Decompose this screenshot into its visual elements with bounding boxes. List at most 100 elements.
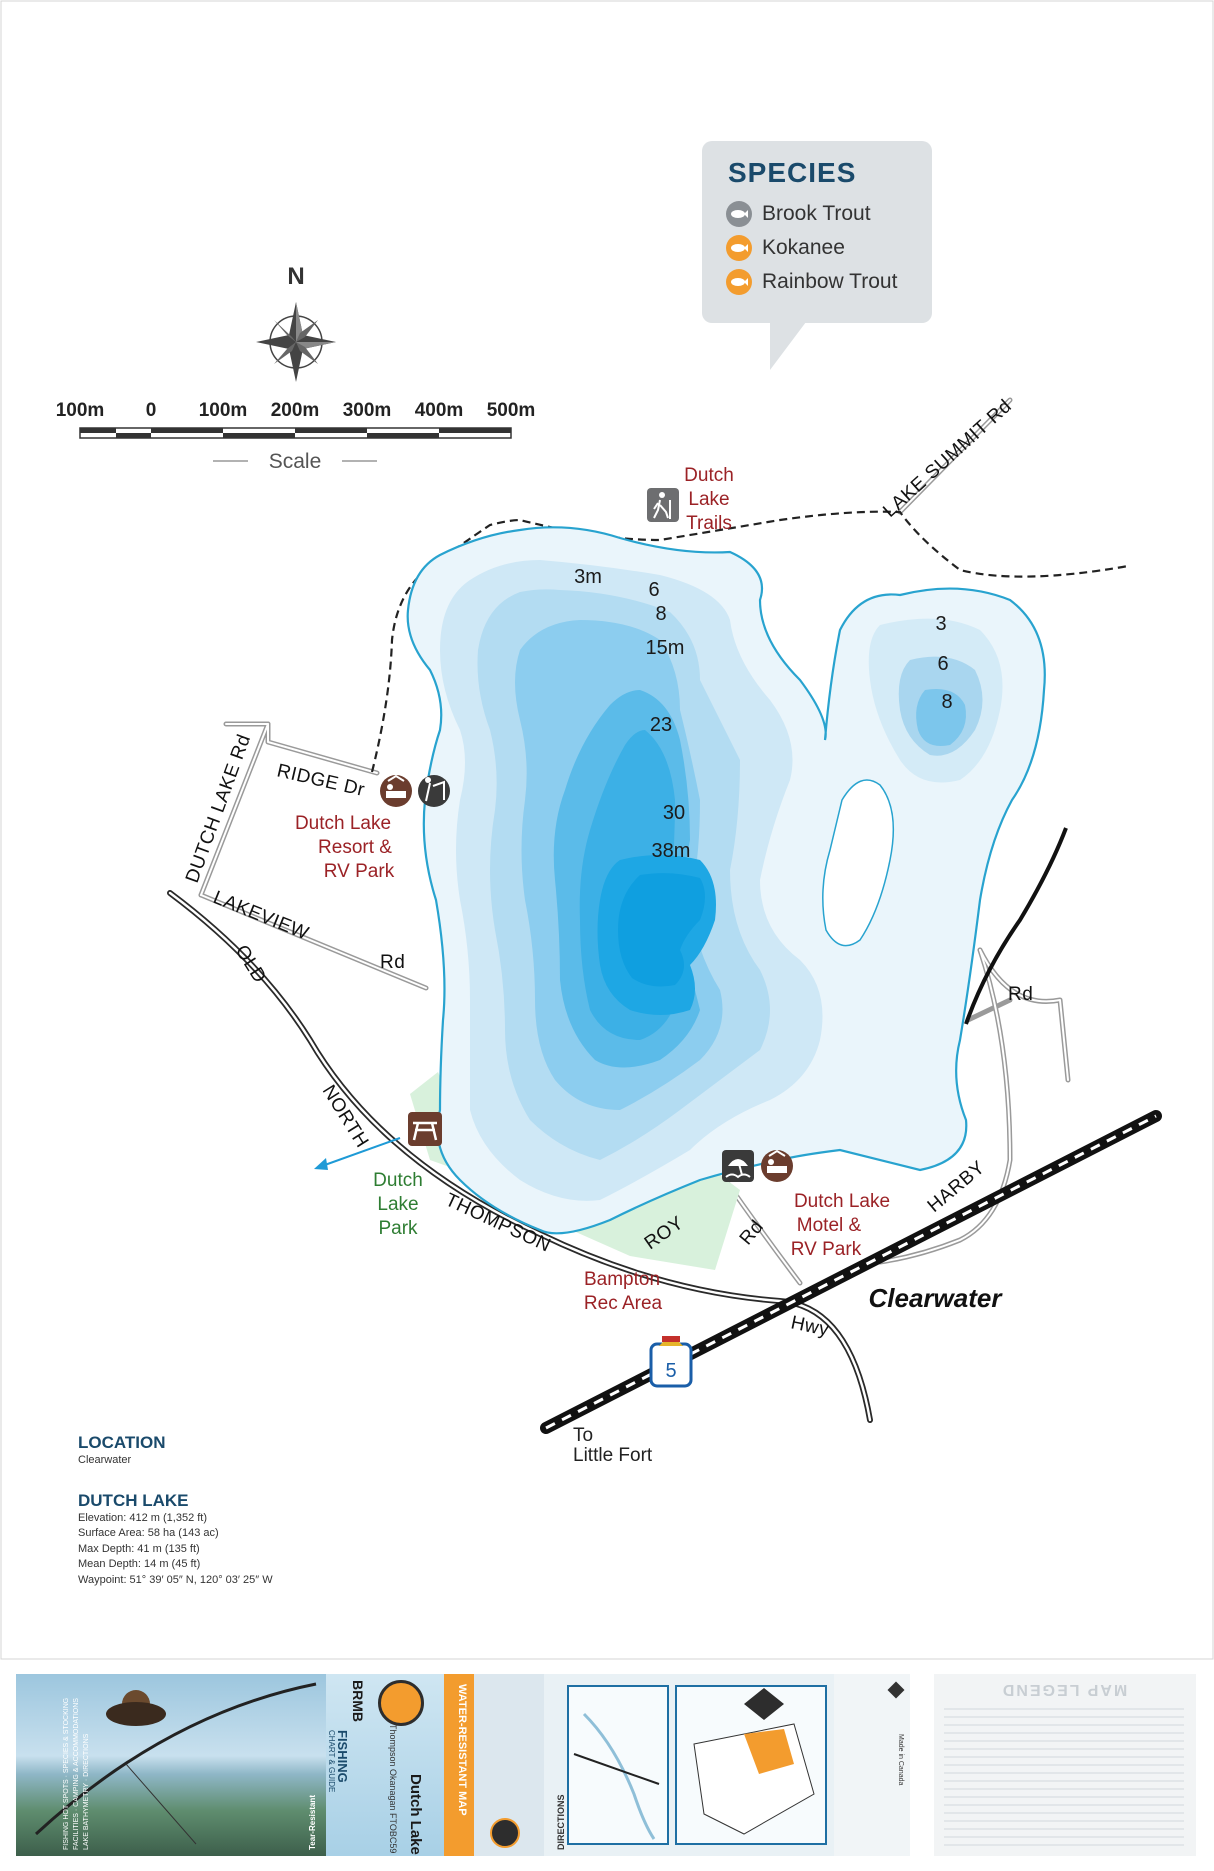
copyright-panel: Made in Canada — [834, 1674, 910, 1856]
lake-stat: Max Depth: 41 m (135 ft) — [78, 1542, 200, 1555]
fish-icon — [726, 201, 752, 227]
cover-photo-panel: FISHING HOT SPOTS · SPECIES & STOCKING F… — [16, 1674, 326, 1856]
species-item-brook-trout: Brook Trout — [726, 199, 871, 229]
publisher-panel — [474, 1674, 544, 1856]
depth-23: 23 — [650, 714, 672, 736]
species-item-rainbow-trout: Rainbow Trout — [726, 267, 897, 297]
lake-map: N 100m 0 100m 200m 300m 400m 500m Scale — [0, 0, 1214, 1660]
park-label-1: Dutch — [373, 1170, 423, 1191]
lakeview-rd-label: Rd — [380, 952, 405, 973]
photo-line: LAKE BATHYMETRY · DIRECTIONS — [83, 1733, 90, 1850]
lodging-icon[interactable] — [380, 774, 412, 807]
photo-line: FACILITIES · CAMPING & ACCOMMODATIONS — [73, 1698, 80, 1850]
fishing-rod-photo — [34, 1682, 317, 1845]
roy-rd-label: Rd — [736, 1216, 768, 1249]
lake-stat: Waypoint: 51° 39′ 05″ N, 120° 03′ 25″ W — [78, 1573, 273, 1586]
east-depth-3: 3 — [935, 613, 946, 635]
lake-stat: Surface Area: 58 ha (143 ac) — [78, 1527, 219, 1539]
chart-guide-label: CHART & GUIDE — [327, 1730, 336, 1793]
brand-badge-icon — [378, 1680, 424, 1726]
to-label: To — [573, 1425, 593, 1446]
scale-label-6: 500m — [487, 400, 536, 421]
hwy-5-label: 5 — [665, 1360, 676, 1382]
direction-arrow-icon — [314, 1137, 401, 1170]
town-label: Clearwater — [869, 1283, 1004, 1313]
motel-label-2: Motel & — [797, 1215, 862, 1236]
harby-rd-label: Rd — [1008, 984, 1033, 1005]
lake-heading: DUTCH LAKE — [78, 1490, 189, 1510]
compass-rose: N — [256, 263, 336, 382]
depth-6: 6 — [648, 579, 659, 601]
species-name: Kokanee — [762, 236, 845, 259]
location-value: Clearwater — [78, 1454, 132, 1466]
species-legend: SPECIES Brook Trout Kokanee Rainbow Trou… — [702, 141, 932, 323]
scale-bar: 100m 0 100m 200m 300m 400m 500m Scale — [56, 400, 536, 473]
scale-label-0: 100m — [56, 400, 105, 421]
species-item-kokanee: Kokanee — [726, 233, 845, 263]
species-callout-tail — [770, 322, 806, 370]
depth-labels: 3m 6 8 15m 23 30 38m 3 6 8 — [574, 566, 952, 862]
bampton-label-2: Rec Area — [584, 1293, 663, 1314]
bampton-label-1: Bampton — [584, 1269, 660, 1290]
scale-label-5: 400m — [415, 400, 464, 421]
motel-icon[interactable] — [761, 1149, 793, 1182]
east-depth-6: 6 — [937, 653, 948, 675]
species-name: Brook Trout — [762, 202, 871, 225]
fish-icon — [726, 269, 752, 295]
trails-label-3: Trails — [686, 513, 732, 534]
lake-info: LOCATION Clearwater DUTCH LAKE Elevation… — [78, 1433, 438, 1588]
scale-label-4: 300m — [343, 400, 392, 421]
depth-3m: 3m — [574, 566, 602, 588]
made-in-label: Made in Canada — [897, 1734, 904, 1786]
bampton-rec-area — [560, 1175, 740, 1270]
picnic-icon[interactable] — [408, 1112, 442, 1146]
lake-summit-rd-label: LAKE SUMMIT Rd — [879, 396, 1016, 522]
trails-label-2: Lake — [688, 489, 729, 510]
compass-badge-icon — [490, 1818, 520, 1848]
map-legend-title: MAP LEGEND — [1000, 1681, 1128, 1698]
fishing-label: FISHING — [335, 1730, 350, 1783]
water-resistant-band: WATER-RESISTANT MAP — [444, 1674, 474, 1856]
species-name: Rainbow Trout — [762, 270, 898, 293]
depth-30: 30 — [663, 802, 685, 824]
little-fort-label: Little Fort — [573, 1445, 653, 1466]
cover-strip: FISHING HOT SPOTS · SPECIES & STOCKING F… — [16, 1674, 1196, 1856]
tear-resistant-label: Tear-Resistant — [308, 1795, 317, 1850]
fishing-icon[interactable] — [418, 775, 450, 807]
depth-38m: 38m — [652, 840, 691, 862]
brand-label: BRMB — [350, 1680, 366, 1722]
map-legend-panel: MAP LEGEND — [934, 1674, 1196, 1856]
dutch-lake-rd-label: DUTCH LAKE Rd — [182, 732, 255, 886]
trails-label-1: Dutch — [684, 465, 734, 486]
directions-label: DIRECTIONS — [556, 1794, 566, 1850]
directions-panel: DIRECTIONS — [544, 1674, 834, 1856]
park-label-3: Park — [378, 1218, 418, 1239]
resort-label-1: Dutch Lake — [295, 813, 391, 834]
scale-label-2: 100m — [199, 400, 248, 421]
fish-icon — [726, 235, 752, 261]
species-title: SPECIES — [728, 157, 857, 188]
east-depth-8: 8 — [941, 691, 952, 713]
region-label: Thompson Okanagan FTOBC59 — [388, 1724, 398, 1854]
beach-icon[interactable] — [722, 1150, 754, 1182]
trails — [370, 510, 1129, 773]
location-heading: LOCATION — [78, 1433, 166, 1452]
highway-5: 5 — [540, 1110, 1162, 1434]
locator-map — [567, 1685, 827, 1845]
lake-stat: Mean Depth: 14 m (45 ft) — [78, 1558, 201, 1570]
motel-label-3: RV Park — [791, 1239, 862, 1260]
scale-label-1: 0 — [146, 400, 157, 421]
resort-label-2: Resort & — [318, 837, 392, 858]
legend-rows — [944, 1708, 1184, 1848]
photo-line: FISHING HOT SPOTS · SPECIES & STOCKING — [63, 1697, 70, 1850]
hiker-icon[interactable] — [647, 488, 679, 522]
cover-title: Dutch Lake — [407, 1774, 424, 1855]
resort-label-3: RV Park — [324, 861, 395, 882]
lake-stat: Elevation: 412 m (1,352 ft) — [78, 1511, 208, 1524]
park-label-2: Lake — [377, 1194, 418, 1215]
depth-8: 8 — [655, 603, 666, 625]
depth-15m: 15m — [646, 637, 685, 659]
scale-caption: Scale — [269, 450, 322, 473]
north-label: N — [287, 263, 304, 290]
scale-label-3: 200m — [271, 400, 320, 421]
